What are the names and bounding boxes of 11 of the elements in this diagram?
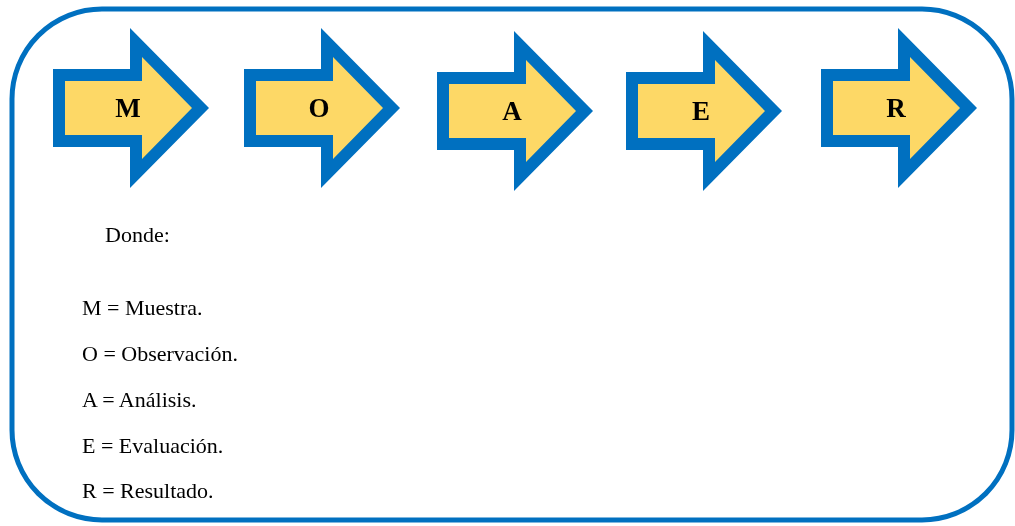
step-letter: A xyxy=(501,98,523,125)
legend-entry: O = Observación. xyxy=(82,342,238,367)
step-letter: O xyxy=(307,95,331,122)
step-letter: R xyxy=(885,95,907,122)
step-letter: M xyxy=(114,95,142,122)
legend-entry: R = Resultado. xyxy=(82,479,214,504)
step-letter: E xyxy=(691,98,711,125)
intro-text: Donde: xyxy=(105,223,170,248)
legend-entry: A = Análisis. xyxy=(82,388,197,413)
legend-entry: E = Evaluación. xyxy=(82,434,224,459)
legend-entry: M = Muestra. xyxy=(82,296,203,321)
